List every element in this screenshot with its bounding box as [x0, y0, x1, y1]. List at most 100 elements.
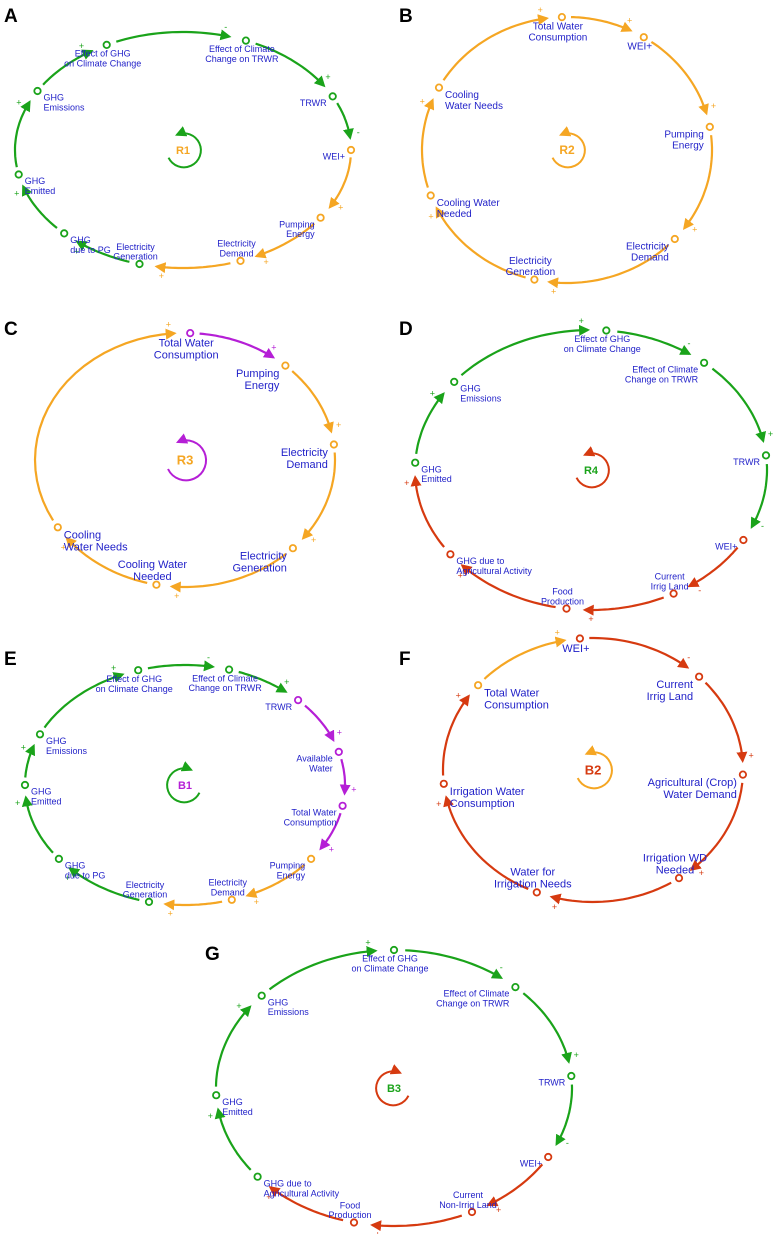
link-arrow: [617, 330, 692, 355]
variable-label: Pumping: [236, 368, 279, 380]
loop-name: B3: [387, 1083, 401, 1095]
loop-direction-arrow: [551, 126, 586, 169]
node-marker: [346, 145, 356, 155]
variable-label: Emitted: [31, 797, 62, 807]
link-polarity: +: [329, 845, 334, 855]
link-arrow: [214, 1005, 252, 1087]
link-arrow: [687, 546, 739, 588]
node-marker: [467, 1207, 477, 1217]
node-marker: [53, 523, 62, 532]
link-arrow: [43, 672, 125, 729]
link-polarity: +: [337, 728, 342, 738]
link-arrow: [336, 102, 354, 140]
variable-label: Electricity: [626, 242, 669, 253]
panel-label: C: [4, 319, 18, 340]
variable-label: GHG due to: [264, 1178, 312, 1188]
link-arrow: [522, 992, 572, 1064]
panel-label: A: [4, 6, 18, 27]
link-polarity: -: [688, 339, 691, 349]
link-arrow: [21, 795, 54, 854]
link-polarity: +: [16, 97, 21, 107]
variable-label: Non-Irrig Land: [439, 1200, 497, 1210]
variable-label: Emissions: [44, 103, 86, 113]
link-arrow: [75, 240, 130, 263]
variable-label: on Climate Change: [64, 58, 141, 68]
link-arrow: [115, 29, 232, 43]
variable-label: Irrig Land: [647, 691, 693, 703]
loop-name: R4: [584, 465, 599, 477]
link-arrow: [21, 184, 58, 229]
node-marker: [338, 801, 347, 810]
link-polarity: +: [166, 320, 171, 330]
node-marker: [20, 780, 30, 790]
variable-label: Water: [309, 764, 333, 774]
loop-direction-arrow: [375, 1064, 410, 1107]
variable-label: Needed: [437, 209, 472, 220]
link-polarity: +: [375, 1229, 380, 1234]
link-polarity: +: [699, 868, 704, 878]
link-arrow: [549, 881, 672, 905]
link-polarity: +: [338, 203, 343, 213]
variable-label: GHG: [46, 736, 67, 746]
variable-label: Electricity: [116, 242, 155, 252]
node-marker: [530, 275, 539, 284]
variable-label: WEI+: [715, 542, 737, 552]
variable-label: WEI+: [627, 42, 652, 53]
variable-label: Current: [453, 1190, 484, 1200]
link-arrow: [301, 452, 337, 540]
variable-label: Water Demand: [663, 789, 737, 801]
node-marker: [705, 122, 714, 132]
link-polarity: +: [159, 271, 164, 281]
link-arrow: [704, 681, 748, 763]
link-polarity: +: [574, 1050, 579, 1060]
panel-label: B: [399, 6, 413, 27]
link-arrow: [750, 464, 769, 529]
link-arrow: [268, 946, 378, 991]
link-arrow: [163, 899, 223, 911]
variable-label: Emitted: [222, 1107, 253, 1117]
variable-label: Electricity: [217, 239, 256, 249]
node-marker: [473, 681, 483, 690]
variable-label: Effect of Climate: [209, 44, 275, 54]
node-marker: [532, 888, 541, 897]
link-polarity: +: [768, 429, 773, 439]
loop-variable: WEI+: [715, 535, 748, 552]
panel-label: F: [399, 649, 411, 670]
variable-label: Cooling Water: [437, 198, 501, 209]
link-arrow: [304, 704, 335, 742]
link-polarity: -: [698, 586, 701, 596]
link-arrow: [370, 1214, 463, 1232]
variable-label: Consumption: [450, 798, 515, 810]
link-polarity: +: [263, 257, 268, 267]
variable-label: Pumping: [664, 129, 703, 140]
node-marker: [225, 665, 234, 674]
node-marker: [562, 604, 571, 613]
link-arrow: [254, 222, 316, 259]
loop-variable: WEI+: [562, 634, 590, 655]
link-polarity: +: [579, 316, 584, 326]
node-marker: [544, 1152, 553, 1162]
variable-label: Effect of Climate: [632, 364, 698, 374]
link-arrow: [442, 14, 549, 81]
link-polarity: +: [111, 663, 116, 673]
loop-direction-arrow: [167, 433, 208, 482]
variable-label: Needed: [656, 864, 695, 876]
variable-label: Cooling: [64, 530, 101, 542]
link-polarity: +: [588, 614, 593, 624]
